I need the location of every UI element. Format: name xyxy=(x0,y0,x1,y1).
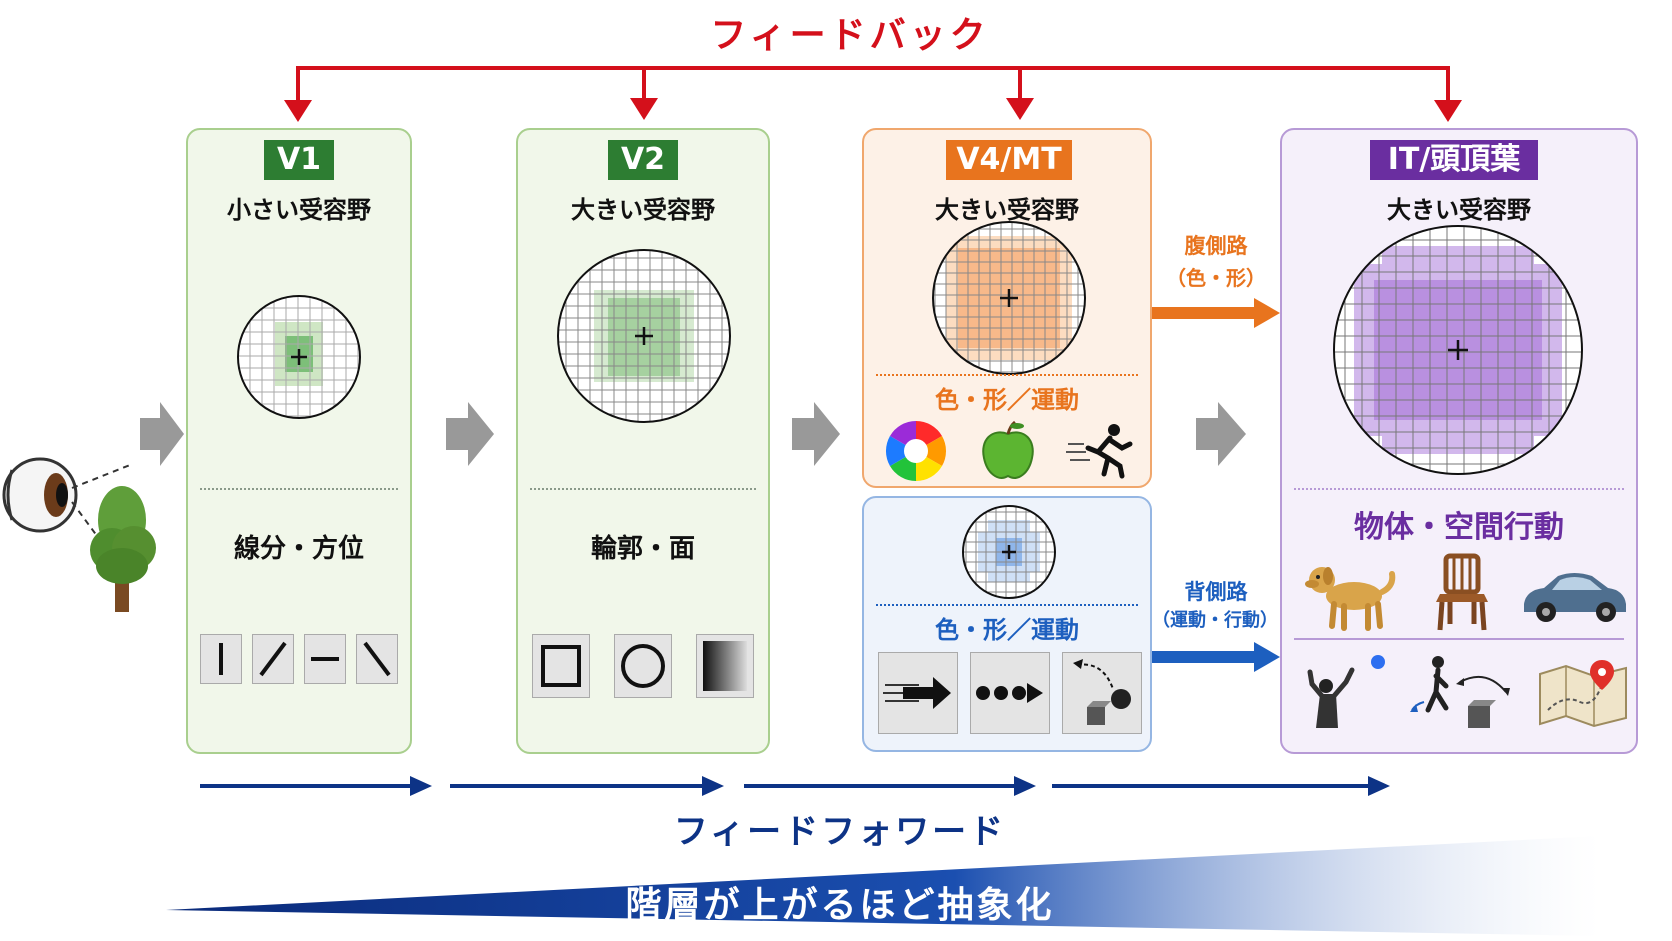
feedback-label: フィードバック xyxy=(710,15,990,56)
eye-tree-illustration xyxy=(2,457,156,612)
map-pin-icon xyxy=(1539,660,1627,728)
stage-arrows xyxy=(140,402,1246,466)
tree-icon xyxy=(90,486,156,612)
vertical-line-icon xyxy=(200,634,242,684)
v4-mt-panel: V4/MT 大きい受容野 色・形／運動 xyxy=(862,128,1152,488)
v4-receptive-field-grid xyxy=(932,221,1086,375)
gradient-surface-icon xyxy=(696,634,754,698)
motion-arrow-icon xyxy=(878,652,958,734)
dorsal-pathway-title: 背側路 xyxy=(1184,580,1248,604)
v2-receptive-field-grid xyxy=(557,249,731,423)
person-moving-object-icon xyxy=(1410,656,1510,728)
v1-label: V1 xyxy=(264,140,334,180)
arrow-icon xyxy=(1196,402,1246,466)
it-divider xyxy=(1294,488,1624,490)
v2-label: V2 xyxy=(608,140,678,180)
v4-divider xyxy=(876,374,1138,376)
it-parietal-panel: IT/頭頂葉 大きい受容野 物体・空間行動 xyxy=(1280,128,1638,754)
dorsal-feature: 色・形／運動 xyxy=(935,616,1079,644)
square-shape-icon xyxy=(532,634,590,698)
v4-receptive-field: 大きい受容野 xyxy=(935,196,1079,224)
dorsal-pathway-arrow xyxy=(1152,642,1280,672)
v1-panel: V1 小さい受容野 線分・方位 xyxy=(186,128,412,754)
arrow-icon xyxy=(446,402,494,466)
ventral-pathway-sub: （色・形） xyxy=(1166,266,1266,290)
feedforward-arrows xyxy=(200,776,1390,796)
arrow-icon xyxy=(140,402,184,466)
apple-icon xyxy=(982,420,1034,479)
v1-divider xyxy=(200,488,398,490)
it-row-divider xyxy=(1294,638,1624,640)
eye-icon xyxy=(2,457,78,533)
feedback-arrows xyxy=(284,66,1462,122)
v2-feature: 輪郭・面 xyxy=(590,534,695,564)
horizontal-line-icon xyxy=(304,634,346,684)
dorsal-divider xyxy=(876,604,1138,606)
abstraction-wedge xyxy=(166,836,1600,936)
arrow-icon xyxy=(792,402,840,466)
v2-panel: V2 大きい受容野 輪郭・面 xyxy=(516,128,770,754)
color-wheel-icon xyxy=(885,421,947,481)
ventral-pathway-arrow xyxy=(1152,298,1280,328)
sequence-dots-icon xyxy=(970,652,1050,734)
object-action-icon xyxy=(1062,652,1142,734)
chair-icon xyxy=(1436,553,1488,631)
catching-ball-icon xyxy=(1307,655,1385,728)
v1-feature: 線分・方位 xyxy=(233,534,364,564)
it-feature: 物体・空間行動 xyxy=(1354,510,1564,545)
v2-receptive-field: 大きい受容野 xyxy=(571,196,715,224)
it-receptive-field-grid xyxy=(1333,225,1583,475)
v2-divider xyxy=(530,488,756,490)
diagonal-line-icon xyxy=(252,634,294,684)
it-receptive-field: 大きい受容野 xyxy=(1387,196,1531,224)
v1-receptive-field-grid xyxy=(237,295,361,419)
dorsal-pathway-sub: （運動・行動） xyxy=(1152,610,1278,631)
car-icon xyxy=(1524,573,1626,622)
feedforward-label: フィードフォワード xyxy=(673,812,1007,852)
it-parietal-label: IT/頭頂葉 xyxy=(1370,140,1538,180)
dog-icon xyxy=(1305,567,1396,631)
ventral-pathway-title: 腹側路 xyxy=(1184,234,1248,258)
running-person-icon xyxy=(1066,424,1133,479)
abstraction-label: 階層が上がるほど抽象化 xyxy=(625,885,1055,926)
v4-mt-label: V4/MT xyxy=(946,140,1072,180)
v1-receptive-field: 小さい受容野 xyxy=(227,196,371,224)
dorsal-mt-panel: 色・形／運動 xyxy=(862,496,1152,752)
back-diagonal-line-icon xyxy=(356,634,398,684)
v4-feature: 色・形／運動 xyxy=(935,386,1079,414)
dorsal-receptive-field-grid xyxy=(962,505,1056,599)
circle-shape-icon xyxy=(614,634,672,698)
